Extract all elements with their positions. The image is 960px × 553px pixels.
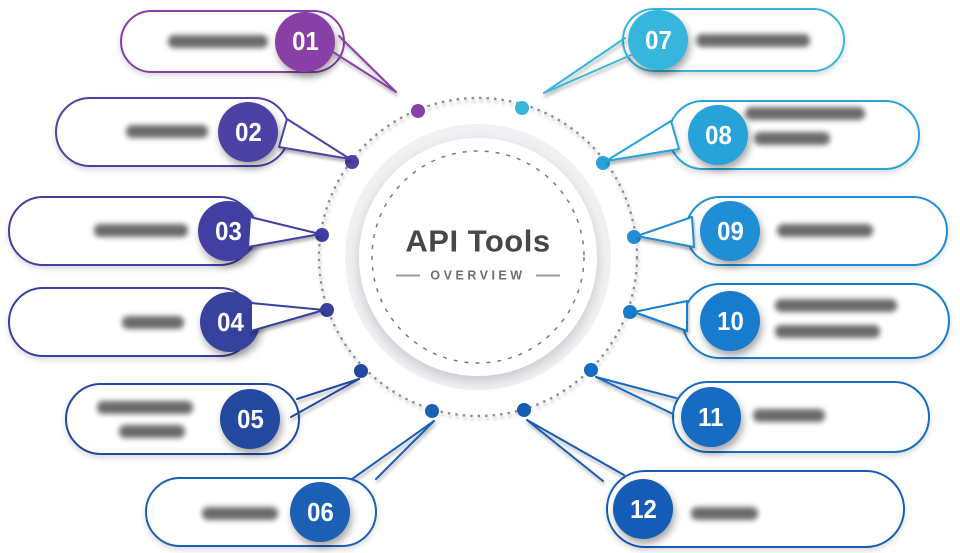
item-number-circle-10: 10 [700,291,760,351]
ring-node-08 [596,156,610,170]
item-number: 05 [236,403,264,434]
item-number-circle-06: 06 [290,482,350,542]
ring-node-11 [584,363,598,377]
subtitle-left-dash [396,274,421,277]
ring-node-12 [517,403,531,417]
item-label-redacted [168,34,268,48]
item-number: 06 [306,496,334,527]
item-number-circle-02: 02 [218,102,278,162]
item-number: 12 [629,493,657,524]
item-number-circle-09: 09 [700,201,760,261]
item-number: 02 [234,116,262,147]
ring-node-06 [425,404,439,418]
center-text-block: API Tools OVERVIEW [348,224,608,283]
item-label-redacted [754,131,830,145]
item-number: 07 [644,24,672,55]
item-number: 09 [716,215,744,246]
item-number-circle-03: 03 [198,201,258,261]
item-number: 01 [291,26,319,56]
item-number-circle-05: 05 [220,389,280,449]
item-label-redacted [777,223,873,237]
item-number: 11 [698,401,724,432]
item-label-redacted [774,324,880,338]
item-label-redacted [97,400,193,414]
item-label-redacted [753,408,825,422]
center-white-circle [359,138,597,376]
ring-node-04 [320,303,334,317]
ring-node-03 [315,228,329,242]
diagram-title: API Tools [405,223,551,259]
ring-node-09 [627,230,641,244]
ring-node-02 [345,155,359,169]
item-label-redacted [745,106,865,120]
item-number-circle-07: 07 [628,10,688,70]
dashed-node-ring [317,96,639,418]
item-number: 10 [716,305,744,336]
item-number-circle-04: 04 [200,292,260,352]
center-dotted-circle [371,150,585,364]
item-label-redacted [690,506,758,520]
ring-node-10 [623,305,637,319]
item-label-redacted [696,33,810,47]
item-label-redacted [775,298,897,312]
item-label-redacted [94,223,188,237]
item-label-redacted [119,424,185,438]
subtitle-right-dash [535,274,560,277]
ring-node-01 [411,104,425,118]
item-label-redacted [202,506,278,520]
item-number: 03 [214,215,242,246]
ring-node-05 [354,364,368,378]
diagram-subtitle-row: OVERVIEW [348,269,608,283]
item-label-redacted [122,315,184,329]
item-number: 08 [704,119,732,150]
item-label-redacted [126,124,208,138]
item-number-circle-01: 01 [275,11,335,72]
ring-node-07 [515,101,529,115]
item-number-circle-12: 12 [613,479,673,539]
diagram-subtitle: OVERVIEW [430,268,526,283]
item-number-circle-08: 08 [688,105,748,165]
item-number: 04 [216,306,244,337]
item-number-circle-11: 11 [681,387,741,447]
